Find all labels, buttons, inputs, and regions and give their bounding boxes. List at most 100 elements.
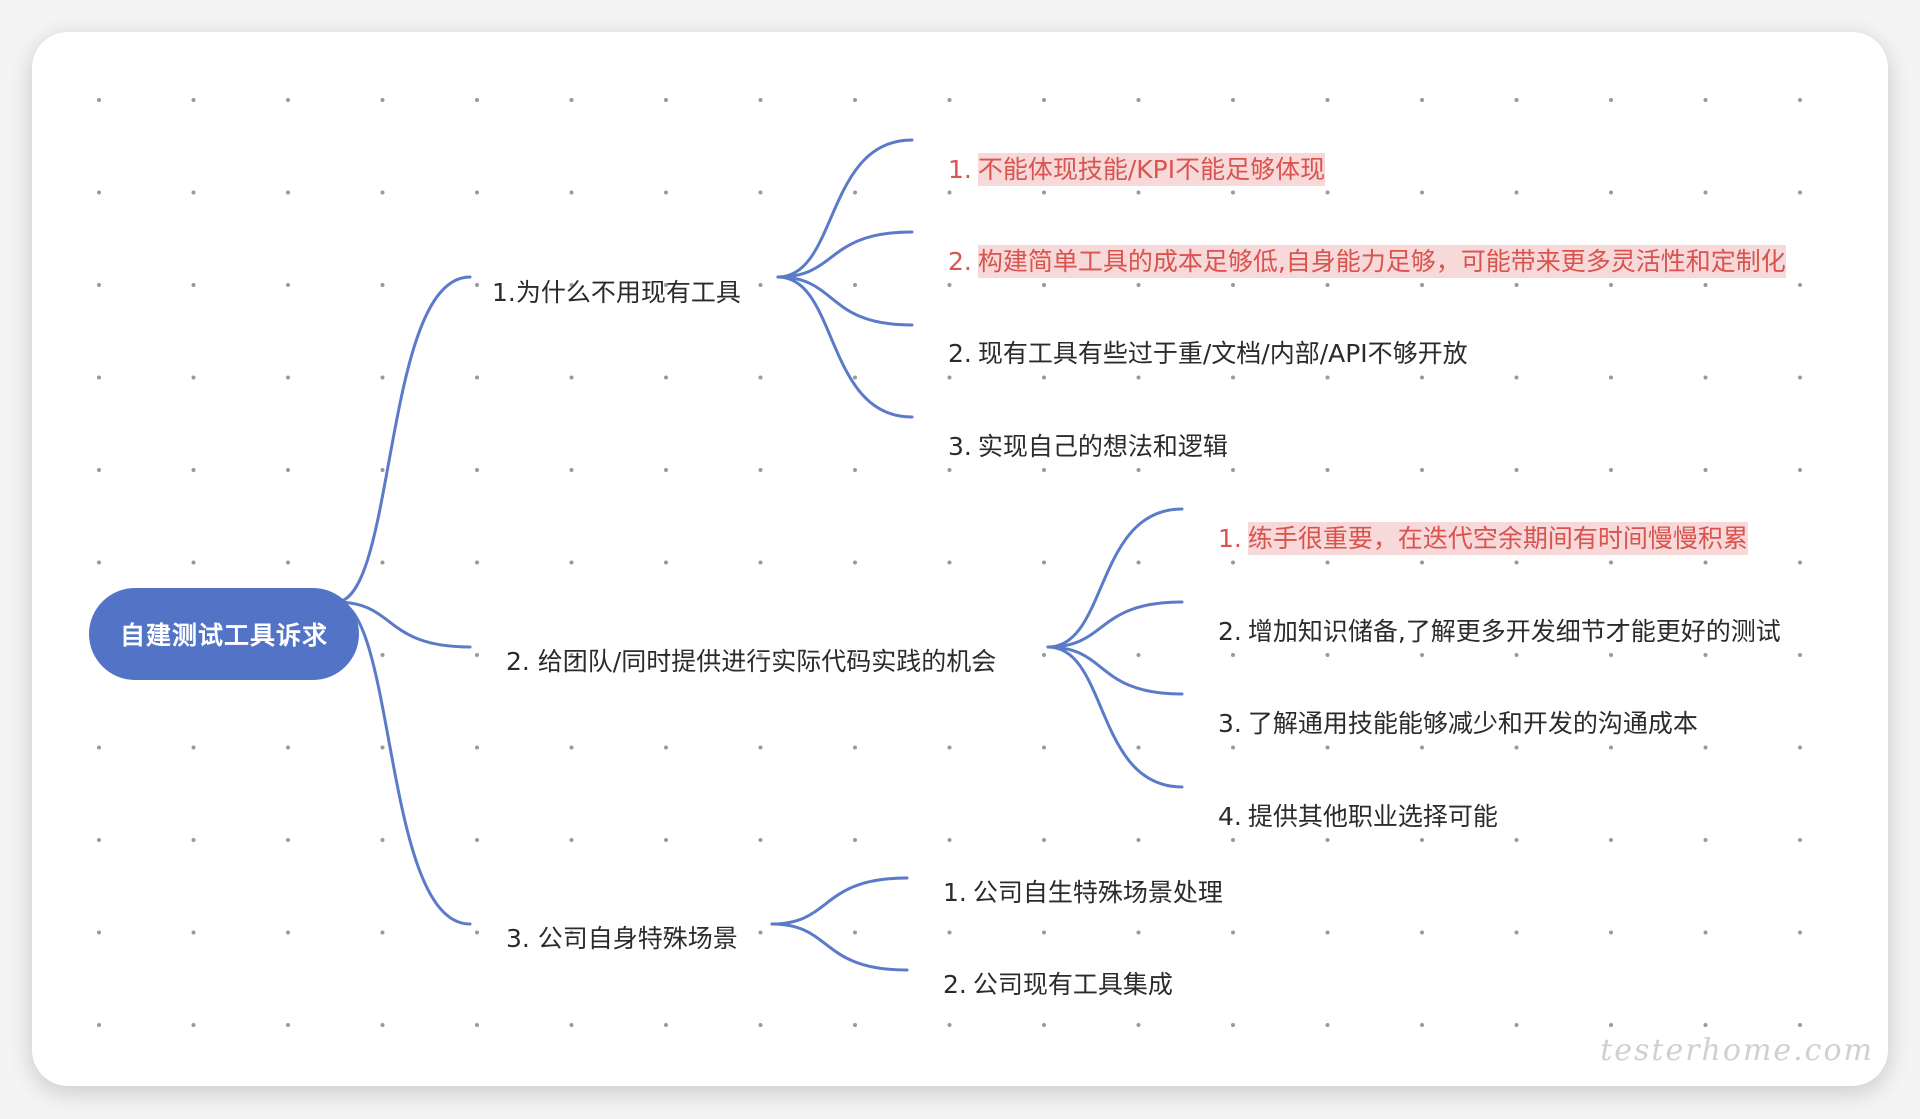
leaf-node-2-1[interactable]: 1.练手很重要，在迭代空余期间有时间慢慢积累 [1218, 522, 1748, 555]
connector-layer [97, 98, 1802, 1027]
grid-dot [1420, 190, 1424, 195]
leaf-node-1-2-label: 构建简单工具的成本足够低,自身能力足够，可能带来更多灵活性和定制化 [977, 245, 1786, 278]
leaf-node-2-4-label: 提供其他职业选择可能 [1247, 802, 1498, 831]
grid-dot [1798, 190, 1802, 195]
grid-dot [97, 930, 101, 935]
grid-dot [853, 653, 857, 657]
grid-dot [1798, 560, 1802, 565]
grid-dot [1231, 98, 1235, 102]
grid-dot [286, 375, 290, 380]
grid-dot [1420, 468, 1424, 472]
grid-dot [853, 375, 857, 380]
grid-dot [1042, 560, 1046, 565]
leaf-node-3-2[interactable]: 2.公司现有工具集成 [943, 970, 1173, 1000]
grid-dot [664, 190, 668, 195]
grid-dot [1325, 560, 1330, 565]
branch-node-2[interactable]: 2. 给团队/同时提供进行实际代码实践的机会 [506, 647, 996, 677]
branch-node-3-label: 3. 公司自身特殊场景 [506, 924, 738, 953]
connector-branch-2-leaf-1 [1046, 507, 1184, 649]
grid-dot [1231, 745, 1235, 750]
leaf-node-2-4[interactable]: 4.提供其他职业选择可能 [1218, 802, 1498, 832]
grid-dot [758, 653, 763, 657]
grid-dot [758, 560, 763, 565]
leaf-node-1-3-label: 现有工具有些过于重/文档/内部/API不够开放 [977, 339, 1468, 368]
grid-dot [191, 745, 196, 750]
grid-dot [947, 283, 952, 287]
connector-branch-2-leaf-2 [1046, 600, 1184, 649]
grid-dot [1514, 375, 1519, 380]
grid-dot [1231, 653, 1235, 657]
branch-node-1[interactable]: 1.为什么不用现有工具 [492, 278, 741, 308]
grid-dot [1703, 1023, 1708, 1027]
leaf-node-1-3[interactable]: 2.现有工具有些过于重/文档/内部/API不够开放 [948, 339, 1468, 369]
grid-dot [1609, 745, 1613, 750]
grid-dot [1514, 98, 1519, 102]
grid-dot [1609, 560, 1613, 565]
grid-dot [569, 838, 574, 842]
grid-dot [286, 283, 290, 287]
grid-dot [1420, 375, 1424, 380]
grid-dot [758, 930, 763, 935]
grid-dot [947, 653, 952, 657]
leaf-node-3-1[interactable]: 1.公司自生特殊场景处理 [943, 878, 1223, 908]
grid-dot [1609, 283, 1613, 287]
grid-dot [380, 653, 385, 657]
grid-dot [97, 98, 101, 102]
root-node[interactable]: 自建测试工具诉求 [89, 588, 359, 680]
grid-dot [853, 283, 857, 287]
grid-dot [664, 283, 668, 287]
grid-dot [1420, 283, 1424, 287]
grid-dot [758, 745, 763, 750]
branch-node-3[interactable]: 3. 公司自身特殊场景 [506, 924, 738, 954]
leaf-node-2-2[interactable]: 2.增加知识储备,了解更多开发细节才能更好的测试 [1218, 617, 1781, 647]
grid-dot [1703, 375, 1708, 380]
grid-dot [947, 98, 952, 102]
grid-dot [1703, 653, 1708, 657]
leaf-node-1-4-number: 3. [948, 432, 972, 461]
grid-dot [475, 838, 479, 842]
leaf-node-2-3[interactable]: 3.了解通用技能能够减少和开发的沟通成本 [1218, 709, 1698, 739]
grid-dot [286, 1023, 290, 1027]
leaf-node-2-1-number: 1. [1218, 524, 1242, 553]
leaf-node-2-1-label: 练手很重要，在迭代空余期间有时间慢慢积累 [1247, 522, 1748, 555]
grid-dot [1514, 653, 1519, 657]
grid-dot [1514, 283, 1519, 287]
grid-dot [758, 375, 763, 380]
grid-dot [286, 745, 290, 750]
grid-dot [853, 745, 857, 750]
grid-dot [97, 468, 101, 472]
grid-dot [191, 930, 196, 935]
grid-dot [1798, 745, 1802, 750]
leaf-node-3-2-label: 公司现有工具集成 [972, 970, 1173, 999]
leaf-node-1-4[interactable]: 3.实现自己的想法和逻辑 [948, 432, 1228, 462]
grid-dot [1042, 745, 1046, 750]
grid-dot [947, 190, 952, 195]
grid-dot [1042, 98, 1046, 102]
grid-dot [1703, 838, 1708, 842]
grid-dot [1042, 375, 1046, 380]
grid-dot [1798, 653, 1802, 657]
grid-dot [1136, 653, 1141, 657]
leaf-node-1-4-label: 实现自己的想法和逻辑 [977, 432, 1228, 461]
leaf-node-1-1[interactable]: 1.不能体现技能/KPI不能足够体现 [948, 153, 1326, 186]
grid-dot [664, 1023, 668, 1027]
connector-root-branch-3 [334, 600, 472, 926]
grid-dot [97, 1023, 101, 1027]
grid-dot [380, 560, 385, 565]
grid-dot [664, 468, 668, 472]
grid-dot [286, 930, 290, 935]
grid-dot [286, 98, 290, 102]
grid-dot [1609, 838, 1613, 842]
leaf-node-3-2-number: 2. [943, 970, 967, 999]
leaf-node-3-1-label: 公司自生特殊场景处理 [972, 878, 1223, 907]
grid-dot [191, 375, 196, 380]
grid-dot [1514, 190, 1519, 195]
grid-dot [947, 930, 952, 935]
connector-root-branch-2 [334, 600, 472, 649]
grid-dot [758, 838, 763, 842]
grid-dot [947, 375, 952, 380]
grid-dot [380, 930, 385, 935]
grid-dot [191, 560, 196, 565]
grid-dot [1609, 98, 1613, 102]
leaf-node-1-2[interactable]: 2.构建简单工具的成本足够低,自身能力足够，可能带来更多灵活性和定制化 [948, 245, 1786, 278]
